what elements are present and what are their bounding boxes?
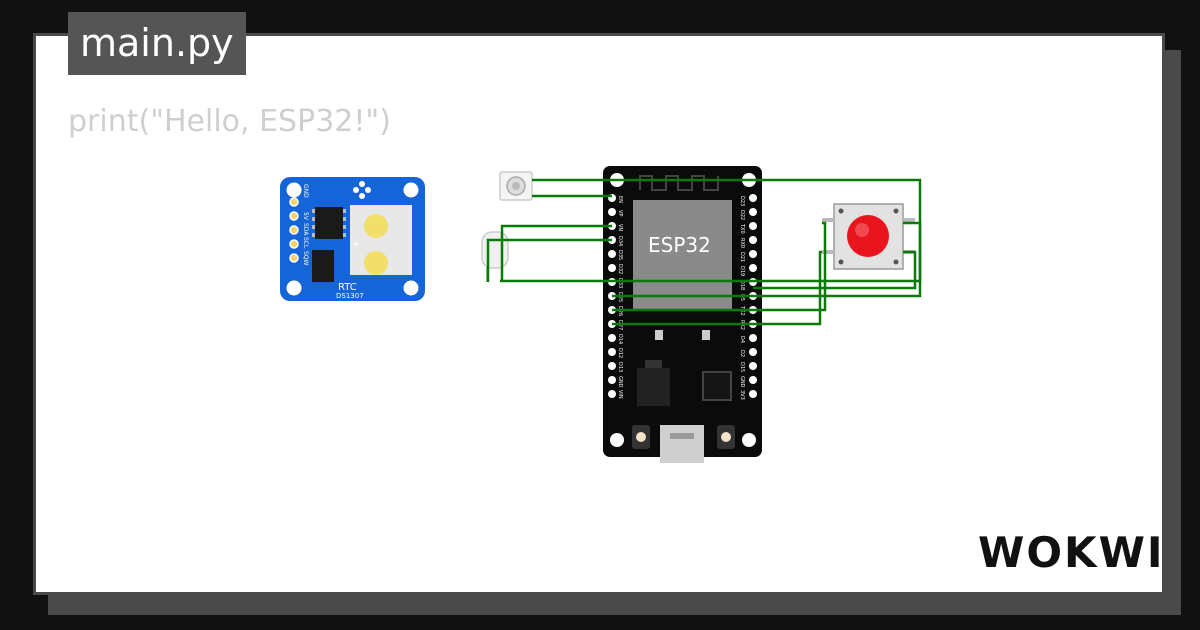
- rtc-module[interactable]: GND 5V SDA SCL SQW + RTC DS1307: [280, 177, 425, 301]
- rgb-led-top[interactable]: [499, 171, 533, 201]
- pushbutton[interactable]: [822, 203, 915, 270]
- rtc-chip: [315, 207, 343, 239]
- antenna-trace: [639, 175, 719, 191]
- pin-d12[interactable]: D12: [617, 348, 623, 358]
- rtc-model: DS1307: [336, 292, 364, 300]
- rtc-pin-headers: [289, 197, 299, 263]
- usb-uart-chip: [702, 371, 732, 401]
- pin-d35[interactable]: D35: [617, 250, 623, 260]
- esp32-module: [633, 200, 732, 310]
- pin-d22[interactable]: D22: [739, 210, 745, 220]
- pin-d14[interactable]: D14: [617, 334, 623, 344]
- pin-3v3[interactable]: 3V3: [739, 390, 745, 400]
- pin-gnd-right[interactable]: GND: [739, 376, 745, 388]
- pin-vn[interactable]: VN: [617, 224, 623, 231]
- pin-d34[interactable]: D34: [617, 236, 623, 246]
- rtc-pin-scl[interactable]: SCL: [302, 237, 309, 249]
- pin-rx0[interactable]: RX0: [739, 238, 745, 248]
- voltage-regulator: [637, 368, 670, 406]
- adafruit-logo-icon: [353, 181, 371, 199]
- svg-text:+: +: [352, 239, 360, 250]
- rtc-pin-sda[interactable]: SDA: [302, 223, 309, 236]
- pin-d2[interactable]: D2: [739, 350, 745, 357]
- pin-d13[interactable]: D13: [617, 362, 623, 372]
- pin-d21[interactable]: D21: [739, 252, 745, 262]
- wokwi-logo: WOKWI: [978, 528, 1165, 577]
- rtc-crystal: [312, 250, 334, 282]
- usb-port: [660, 425, 704, 463]
- pin-d15[interactable]: D15: [739, 362, 745, 372]
- rtc-label: RTC: [338, 282, 357, 293]
- pin-d5[interactable]: D5: [739, 294, 745, 301]
- pin-d23[interactable]: D23: [739, 196, 745, 206]
- wires: [486, 178, 922, 326]
- pin-d18[interactable]: D18: [739, 280, 745, 290]
- pin-d33[interactable]: D33: [617, 278, 623, 288]
- rtc-pin-gnd[interactable]: GND: [302, 184, 309, 198]
- esp32-right-pin-holes: [749, 194, 757, 398]
- esp32-board[interactable]: ESP32 EN VP: [603, 166, 762, 463]
- pin-tx0[interactable]: TX0: [739, 223, 745, 234]
- pin-vin[interactable]: VIN: [617, 390, 623, 399]
- rtc-pin-5v[interactable]: 5V: [302, 212, 309, 221]
- pin-gnd-left[interactable]: GND: [617, 376, 623, 388]
- pin-en[interactable]: EN: [617, 196, 623, 203]
- pin-vp[interactable]: VP: [617, 210, 623, 216]
- pushbutton-cap[interactable]: [847, 215, 889, 257]
- code-preview: print("Hello, ESP32!"): [68, 104, 391, 139]
- simulation-canvas[interactable]: [33, 33, 1165, 595]
- rtc-pin-sqw[interactable]: SQW: [302, 251, 309, 266]
- file-tab[interactable]: main.py: [68, 12, 246, 75]
- pin-d4[interactable]: D4: [739, 336, 745, 343]
- pin-d32[interactable]: D32: [617, 264, 623, 274]
- esp32-label: ESP32: [648, 233, 711, 257]
- pin-d19[interactable]: D19: [739, 266, 745, 276]
